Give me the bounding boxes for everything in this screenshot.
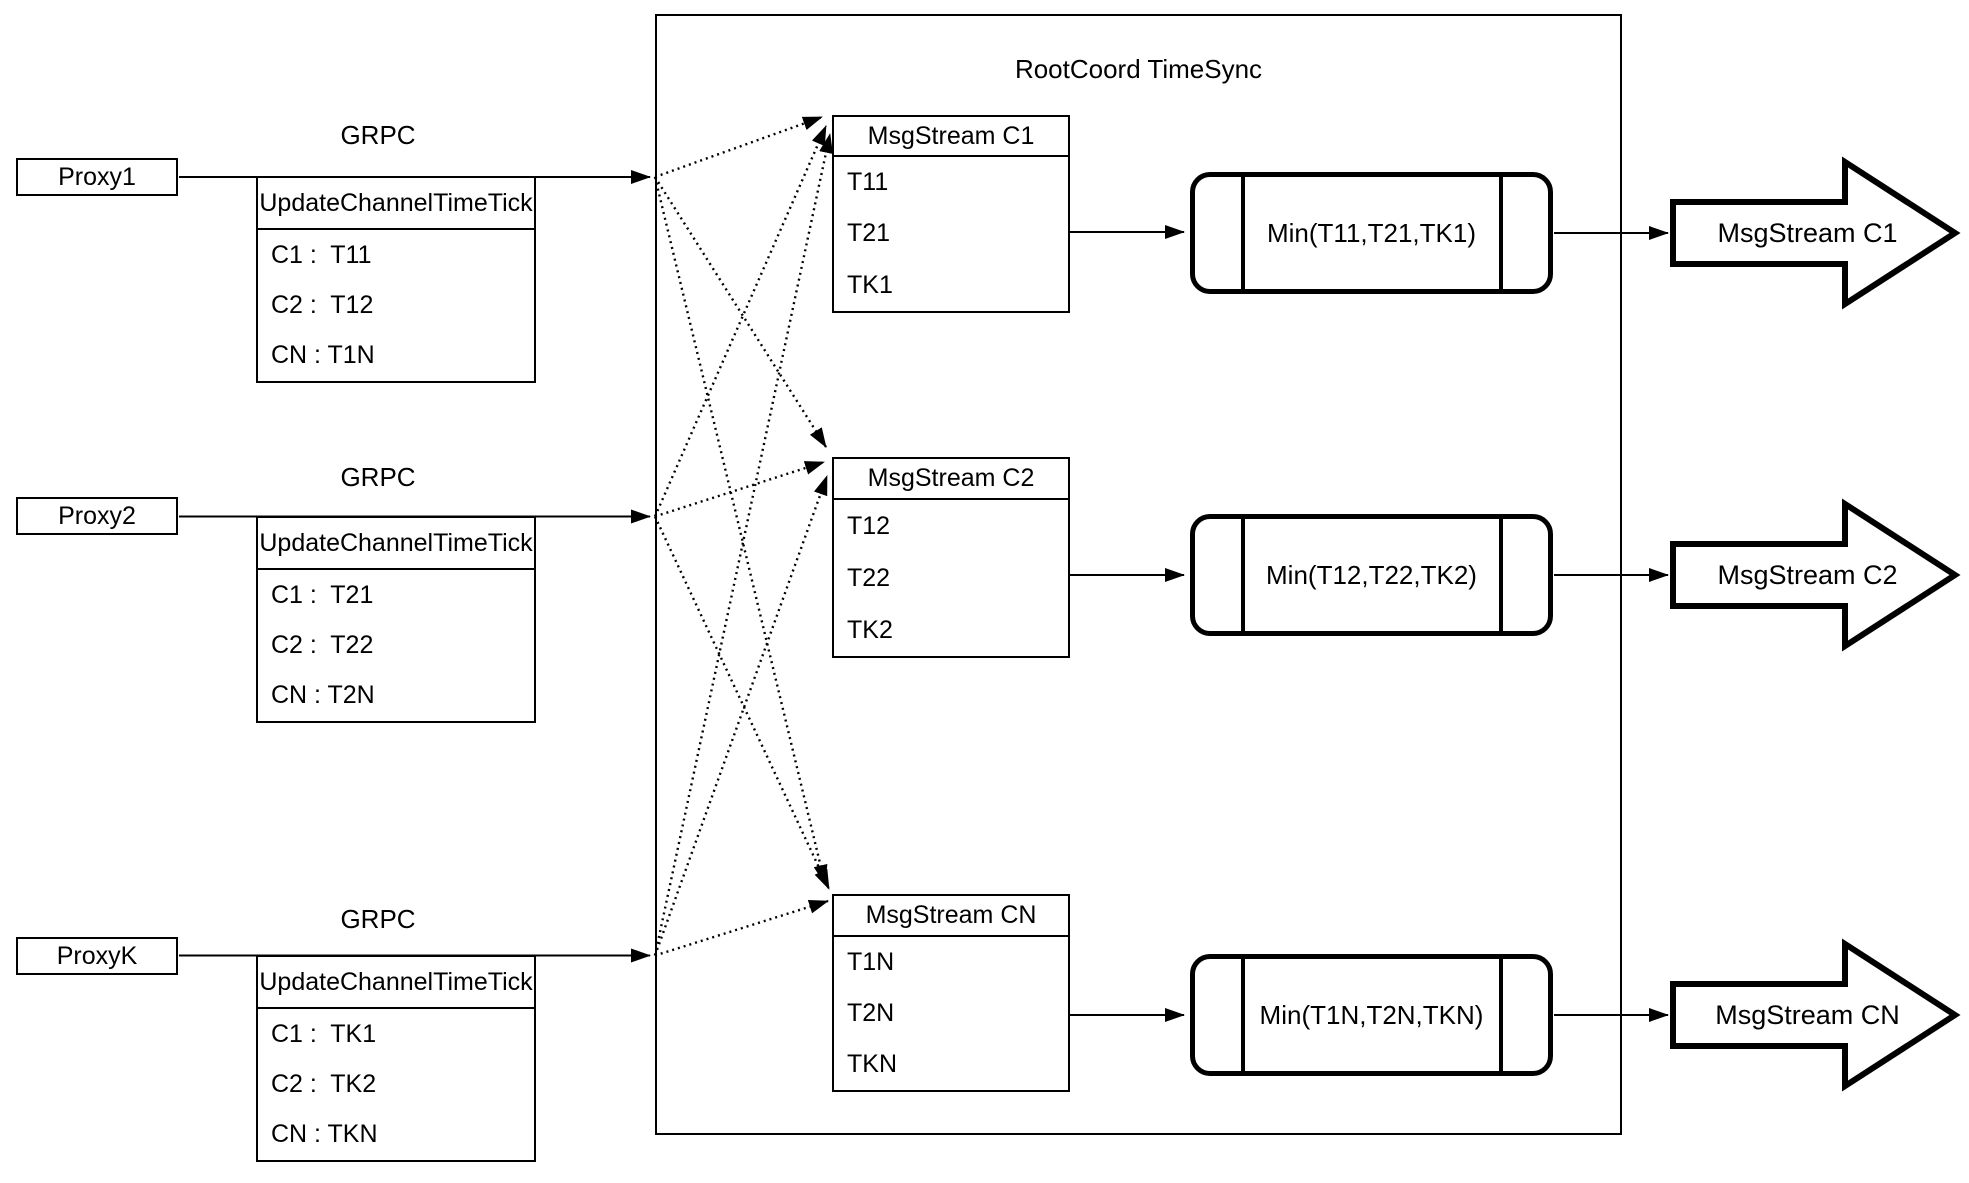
table-row: CN : T2N bbox=[271, 681, 375, 710]
output-msgstream-cn-label: MsgStream CN bbox=[1715, 1000, 1900, 1030]
msgstream-c1-header: MsgStream C1 bbox=[834, 117, 1068, 157]
proxy1-timetick-table: UpdateChannelTimeTick C1 : T11 C2 : T12 … bbox=[256, 176, 536, 383]
min-c2-divider-left bbox=[1241, 519, 1245, 631]
min-c1-box: Min(T11,T21,TK1) bbox=[1190, 172, 1553, 294]
table-row: C1 : T21 bbox=[271, 580, 374, 609]
proxyk-table-header: UpdateChannelTimeTick bbox=[258, 957, 534, 1009]
min-cn-divider-right bbox=[1499, 959, 1503, 1071]
msgstream-c2-table: MsgStream C2 T12 T22 TK2 bbox=[832, 457, 1070, 658]
block-arrow-c2 bbox=[1670, 498, 1961, 652]
block-arrow-c1 bbox=[1670, 156, 1961, 310]
proxy1-label: Proxy1 bbox=[58, 162, 136, 191]
proxy1-box: Proxy1 bbox=[16, 158, 178, 196]
msgstream-c2-body: T12 T22 TK2 bbox=[834, 500, 1068, 656]
table-row: C1 : T11 bbox=[271, 240, 372, 269]
min-cn-box: Min(T1N,T2N,TKN) bbox=[1190, 954, 1553, 1076]
msgstream-cn-body: T1N T2N TKN bbox=[834, 937, 1068, 1090]
proxyk-timetick-table: UpdateChannelTimeTick C1 : TK1 C2 : TK2 … bbox=[256, 955, 536, 1162]
proxy1-table-body: C1 : T11 C2 : T12 CN : T1N bbox=[258, 230, 534, 381]
table-row: T12 bbox=[847, 511, 891, 540]
min-c1-label: Min(T11,T21,TK1) bbox=[1266, 217, 1476, 248]
proxy2-table-body: C1 : T21 C2 : T22 CN : T2N bbox=[258, 570, 534, 721]
dotted-arrow-p2-c1 bbox=[653, 125, 828, 517]
table-row: C2 : T22 bbox=[271, 630, 374, 659]
msgstream-cn-table: MsgStream CN T1N T2N TKN bbox=[832, 894, 1070, 1092]
min-c1-divider-left bbox=[1241, 177, 1245, 289]
min-cn-divider-left bbox=[1241, 959, 1245, 1071]
min-c2-divider-right bbox=[1499, 519, 1503, 631]
dotted-arrow-p2-cn bbox=[653, 515, 831, 890]
proxyk-box: ProxyK bbox=[16, 937, 178, 975]
proxy2-table-header: UpdateChannelTimeTick bbox=[258, 518, 534, 570]
proxy1-table-header: UpdateChannelTimeTick bbox=[258, 178, 534, 230]
dotted-arrow-pk-cn bbox=[654, 899, 829, 957]
min-c2-label: Min(T12,T22,TK2) bbox=[1266, 559, 1477, 590]
table-row: C1 : TK1 bbox=[271, 1019, 377, 1048]
table-row: TK1 bbox=[847, 270, 893, 299]
msgstream-c1-table: MsgStream C1 T11 T21 TK1 bbox=[832, 115, 1070, 313]
block-arrow-cn bbox=[1670, 938, 1961, 1092]
rootcoord-timesync-container: RootCoord TimeSync bbox=[655, 14, 1622, 1135]
msgstream-c1-body: T11 T21 TK1 bbox=[834, 157, 1068, 311]
min-cn-label: Min(T1N,T2N,TKN) bbox=[1259, 999, 1484, 1030]
proxy2-label: Proxy2 bbox=[58, 501, 136, 530]
rootcoord-title: RootCoord TimeSync bbox=[1014, 54, 1263, 84]
table-row: T2N bbox=[847, 999, 895, 1027]
table-row: T21 bbox=[847, 219, 891, 248]
dotted-arrow-p1-cn bbox=[653, 176, 828, 885]
msgstream-c2-header: MsgStream C2 bbox=[834, 459, 1068, 500]
table-row: TK2 bbox=[847, 615, 893, 644]
table-row: T1N bbox=[847, 948, 895, 976]
min-c2-box: Min(T12,T22,TK2) bbox=[1190, 514, 1553, 636]
output-msgstream-c1-label: MsgStream C1 bbox=[1717, 218, 1898, 248]
grpc-label-proxy1: GRPC bbox=[340, 120, 416, 150]
proxyk-label: ProxyK bbox=[56, 941, 138, 970]
dotted-arrow-pk-c1 bbox=[653, 133, 833, 956]
msgstream-cn-header: MsgStream CN bbox=[834, 896, 1068, 937]
table-row: TKN bbox=[847, 1050, 897, 1078]
grpc-label-proxy2: GRPC bbox=[340, 462, 416, 492]
table-row: C2 : T12 bbox=[271, 290, 374, 319]
grpc-label-proxyk: GRPC bbox=[340, 904, 416, 934]
table-row: C2 : TK2 bbox=[271, 1069, 377, 1098]
dotted-arrow-pk-c2 bbox=[653, 475, 829, 956]
proxy2-timetick-table: UpdateChannelTimeTick C1 : T21 C2 : T22 … bbox=[256, 516, 536, 723]
min-c1-divider-right bbox=[1499, 177, 1503, 289]
table-row: CN : T1N bbox=[271, 341, 375, 370]
table-row: T22 bbox=[847, 563, 891, 592]
table-row: CN : TKN bbox=[271, 1120, 378, 1149]
table-row: T11 bbox=[847, 168, 889, 197]
output-msgstream-c2-label: MsgStream C2 bbox=[1717, 560, 1898, 590]
proxyk-table-body: C1 : TK1 C2 : TK2 CN : TKN bbox=[258, 1009, 534, 1160]
proxy2-box: Proxy2 bbox=[16, 497, 178, 535]
